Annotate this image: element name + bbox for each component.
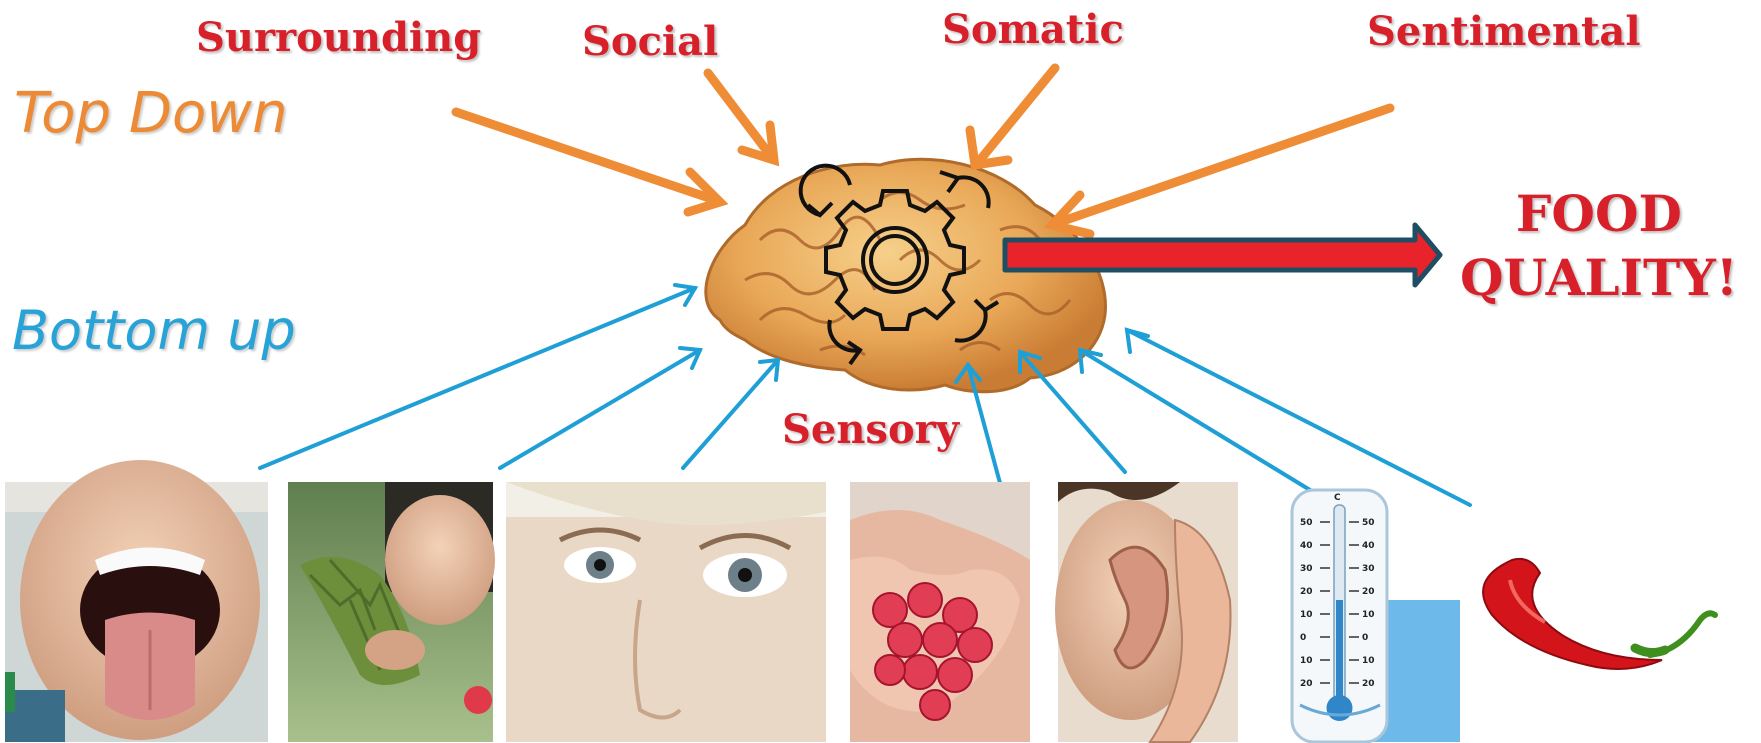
thermometer-scale-left: 20 <box>1300 587 1313 597</box>
sight-photo <box>506 482 826 742</box>
thermometer-icon: C 50 40 30 20 10 0 10 20 50 40 30 20 10 0 10 20 <box>1292 490 1460 742</box>
sentimental-label: Sentimental <box>1367 12 1641 52</box>
social-label: Social <box>582 22 718 62</box>
thermometer-scale-right: 20 <box>1362 587 1375 597</box>
bottom-up-label: Bottom up <box>12 304 296 358</box>
food-quality-label: FOOD QUALITY! <box>1460 182 1738 310</box>
smell-photo <box>288 482 495 742</box>
thermometer-scale-right: 50 <box>1362 518 1375 528</box>
thermometer-scale-right: 20 <box>1362 679 1375 689</box>
food-quality-line2: QUALITY! <box>1460 246 1738 310</box>
thermometer-scale-left: 30 <box>1300 564 1313 574</box>
thermometer-scale-right: 40 <box>1362 541 1375 551</box>
top-down-label: Top Down <box>14 86 288 142</box>
thermometer-scale-right: 30 <box>1362 564 1375 574</box>
thermometer-scale-left: 0 <box>1300 633 1306 643</box>
sensory-label: Sensory <box>782 410 959 450</box>
taste-photo <box>5 460 268 742</box>
touch-photo <box>850 482 1030 742</box>
thermometer-scale-left: 10 <box>1300 610 1313 620</box>
thermometer-scale-left: 20 <box>1300 679 1313 689</box>
thermometer-unit: C <box>1334 493 1341 503</box>
somatic-label: Somatic <box>942 10 1124 50</box>
thermometer-scale-right: 0 <box>1362 633 1368 643</box>
surrounding-label: Surrounding <box>196 18 481 58</box>
food-quality-line1: FOOD <box>1460 182 1738 246</box>
thermometer-scale-right: 10 <box>1362 610 1375 620</box>
chili-pepper-icon <box>1483 559 1715 669</box>
thermometer-scale-left: 50 <box>1300 518 1313 528</box>
thermometer-scale-left: 10 <box>1300 656 1313 666</box>
thermometer-scale-left: 40 <box>1300 541 1313 551</box>
thermometer-scale-right: 10 <box>1362 656 1375 666</box>
hearing-photo <box>1055 482 1238 742</box>
